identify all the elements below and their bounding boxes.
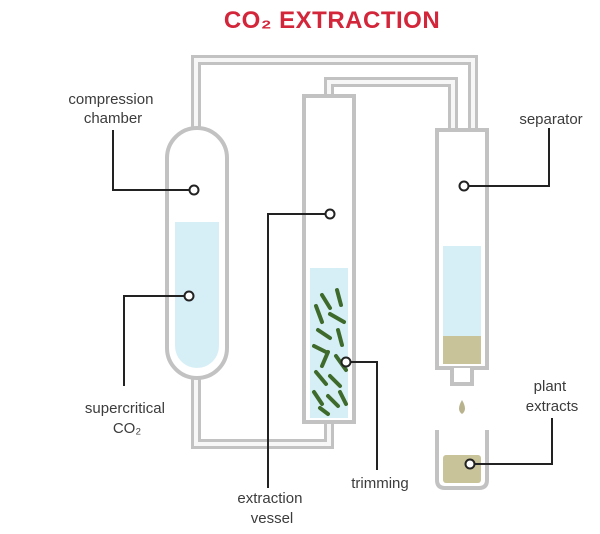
separator-label: separator (519, 111, 582, 128)
plant-extract-liquid (443, 455, 481, 483)
collection-beaker (435, 430, 489, 490)
supercritical-co2-label: supercritical CO₂ (85, 400, 169, 437)
compression-chamber-label: compression chamber (68, 91, 157, 127)
separator (435, 128, 489, 414)
trimming-pieces (312, 288, 348, 416)
plant-extracts-dot (464, 458, 476, 470)
leader-dots (183, 180, 476, 470)
drop-icon (459, 400, 465, 414)
diagram-title: CO₂ EXTRACTION (224, 7, 440, 34)
trimming-dot (340, 356, 352, 368)
compression-chamber-dot (188, 184, 200, 196)
separator-dot (458, 180, 470, 192)
plant-extracts-label: plant extracts (526, 378, 579, 415)
supercritical-co2-dot (183, 290, 195, 302)
trimming-label: trimming (351, 475, 409, 492)
supercritical-co2-liquid (175, 222, 219, 368)
separator-extract (443, 336, 481, 364)
pipe-network (191, 55, 478, 449)
compression-chamber (165, 126, 229, 380)
extraction-vessel-dot (324, 208, 336, 220)
extraction-vessel (302, 94, 356, 424)
extraction-vessel-label: extraction vessel (237, 490, 306, 527)
leader-lines (112, 128, 553, 488)
